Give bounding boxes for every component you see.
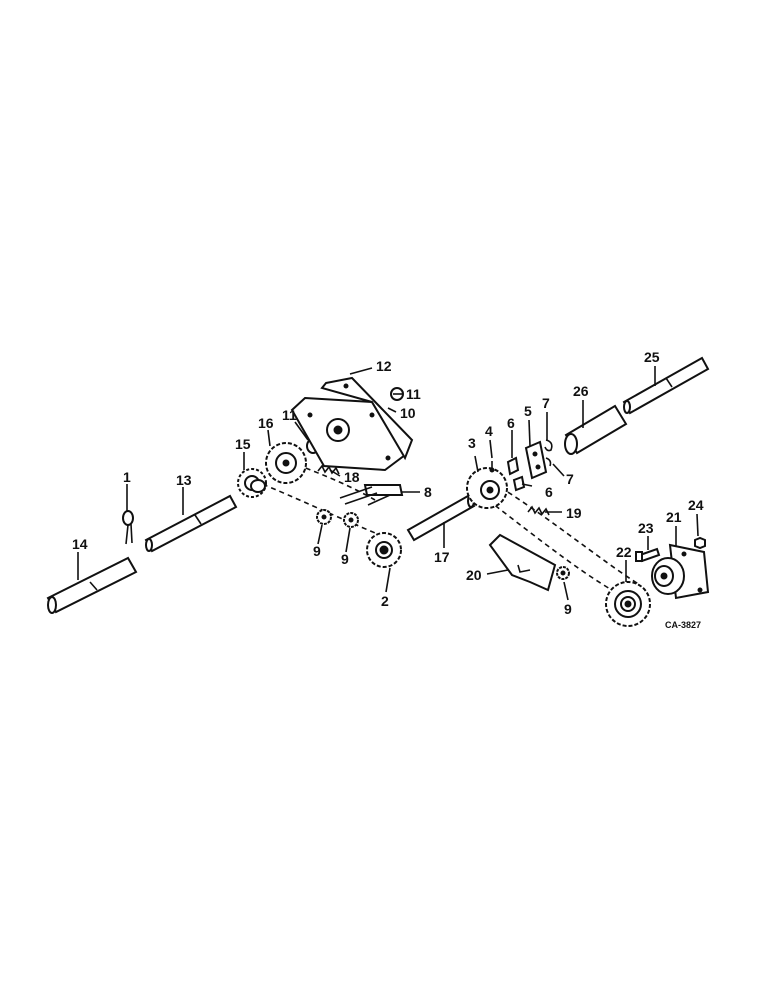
shaft-17 — [406, 494, 476, 542]
label-24: 24 — [688, 497, 704, 513]
idler-sprocket-9-a — [316, 509, 332, 525]
label-25: 25 — [644, 349, 660, 365]
label-11-right: 11 — [406, 386, 421, 402]
label-7-upper: 7 — [542, 395, 550, 411]
nut-24 — [694, 536, 706, 550]
sprocket-2 — [366, 532, 402, 568]
shaft-25 — [622, 356, 710, 415]
idler-sprocket-9-c — [556, 566, 570, 580]
label-9-b: 9 — [341, 551, 349, 567]
label-4: 4 — [485, 423, 493, 439]
set-screw-4 — [489, 461, 495, 473]
idler-sprocket-9-b — [343, 512, 359, 528]
label-13: 13 — [176, 472, 192, 488]
label-26: 26 — [573, 383, 589, 399]
label-10: 10 — [400, 405, 416, 421]
label-21: 21 — [666, 509, 682, 525]
clip-7-lower — [545, 457, 552, 467]
part-labels: 14 1 13 15 16 11 18 8 9 9 2 17 3 4 5 6 6… — [72, 349, 704, 630]
latch-pin-6-lower — [512, 475, 526, 492]
label-5: 5 — [524, 403, 532, 419]
label-16: 16 — [258, 415, 274, 431]
label-3: 3 — [468, 435, 476, 451]
label-11-left: 11 — [282, 407, 297, 423]
shaft-13 — [144, 494, 238, 553]
label-18: 18 — [344, 469, 360, 485]
label-6-upper: 6 — [507, 415, 515, 431]
label-6-lower: 6 — [545, 484, 553, 500]
label-2: 2 — [381, 593, 389, 609]
hair-pin-clip-1 — [122, 510, 134, 545]
sprocket-22 — [605, 581, 651, 627]
bolt-23 — [635, 547, 661, 563]
label-19: 19 — [566, 505, 582, 521]
latch-pin-6-upper — [506, 456, 520, 476]
label-20: 20 — [466, 567, 482, 583]
sprocket-3 — [466, 467, 508, 509]
leader-lines — [77, 366, 699, 601]
label-9-c: 9 — [564, 601, 572, 617]
label-22: 22 — [616, 544, 632, 560]
clip-7-upper — [544, 439, 553, 452]
bearing-housing-21 — [651, 543, 710, 600]
label-9-a: 9 — [313, 543, 321, 559]
tube-26 — [564, 404, 628, 455]
spring-19 — [527, 505, 550, 516]
label-15: 15 — [235, 436, 251, 452]
label-1: 1 — [123, 469, 131, 485]
label-12: 12 — [376, 358, 392, 374]
plate-12 — [320, 376, 414, 461]
bracket-8 — [339, 484, 404, 506]
bracket-20 — [488, 533, 557, 592]
latch-5 — [524, 440, 548, 480]
sprocket-15 — [237, 468, 267, 498]
sprocket-16 — [265, 442, 307, 484]
drawing-code: CA-3827 — [665, 620, 701, 630]
shaft-14 — [46, 556, 138, 614]
label-8: 8 — [424, 484, 432, 500]
label-17: 17 — [434, 549, 450, 565]
label-7-lower: 7 — [566, 471, 574, 487]
label-23: 23 — [638, 520, 654, 536]
label-14: 14 — [72, 536, 88, 552]
